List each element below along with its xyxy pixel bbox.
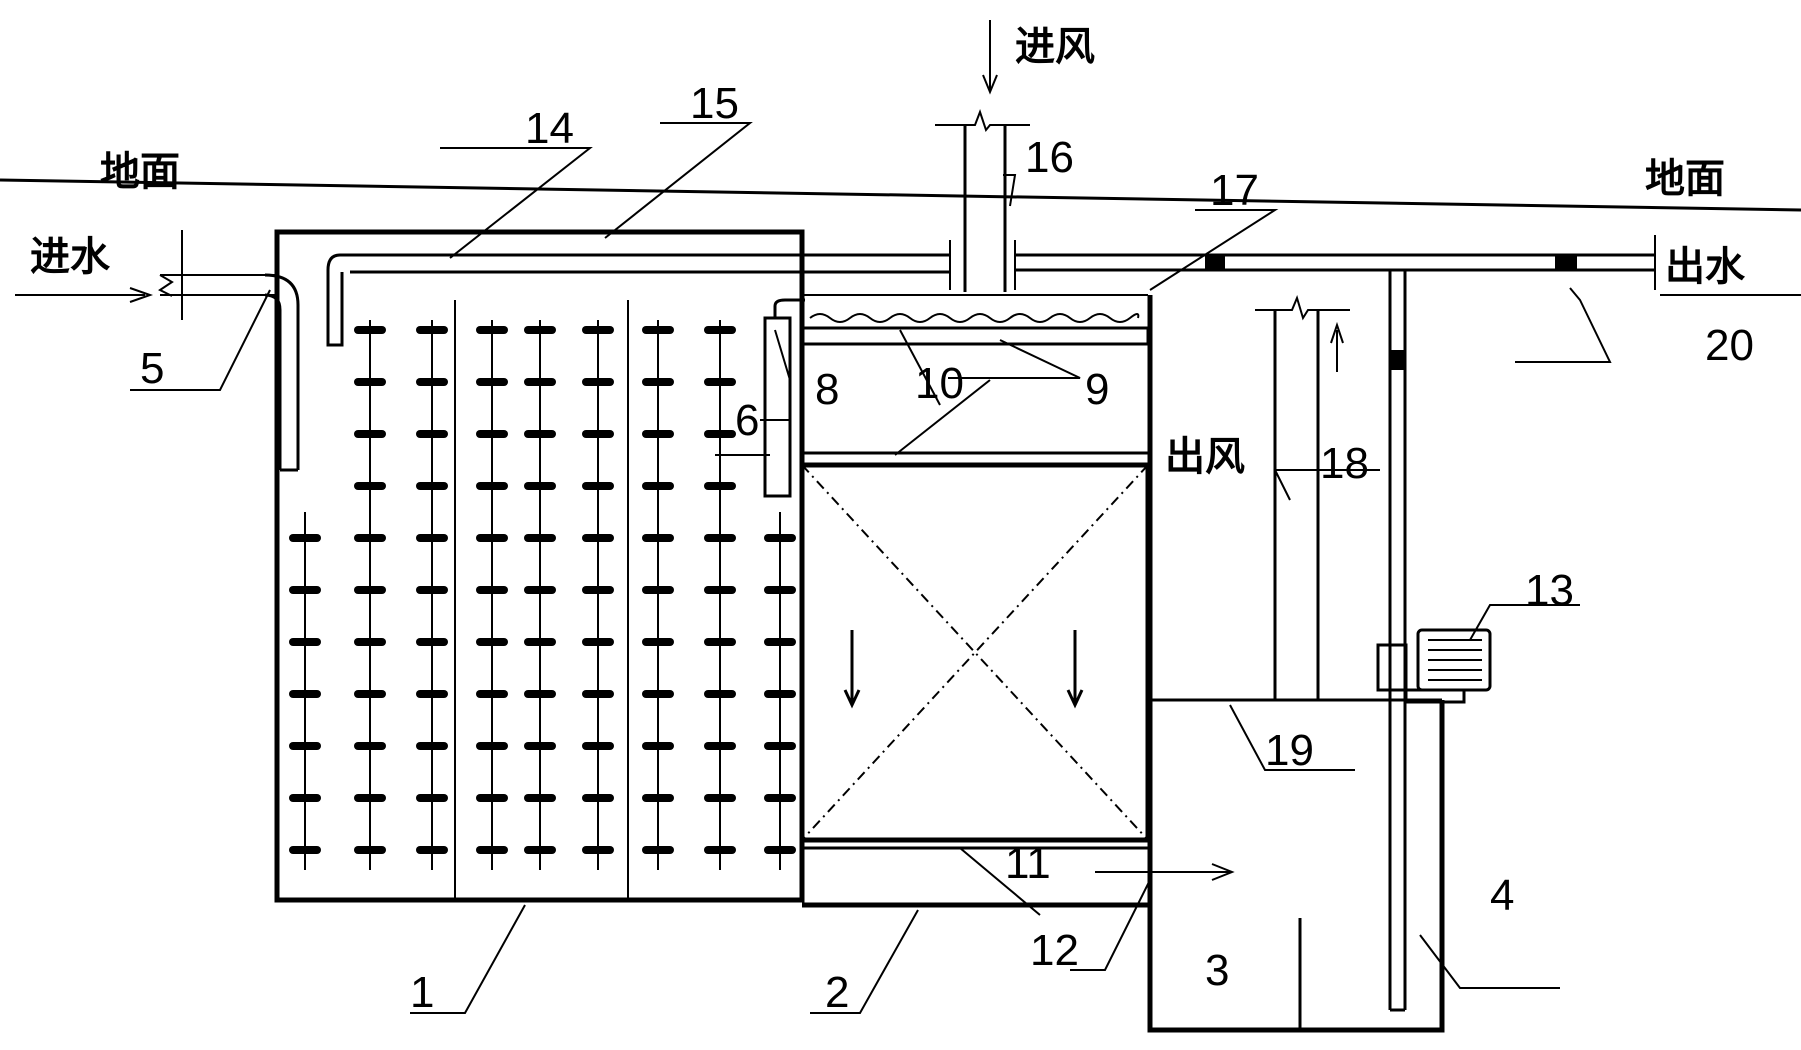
packing-diag-1 <box>801 464 1149 841</box>
part-12: 12 <box>1030 926 1079 975</box>
inlet-water-label: 进水 <box>30 234 111 280</box>
pump-coupling <box>1376 643 1408 692</box>
inlet-pipe-break <box>158 274 174 297</box>
leader-lines <box>130 122 1612 1014</box>
part-9: 9 <box>1085 365 1109 414</box>
air-pipe-18-cap <box>1255 295 1350 321</box>
riser-valve <box>1390 350 1405 370</box>
water-surface-wave <box>809 313 1140 323</box>
air-pipe-16-cap <box>935 109 1030 133</box>
inlet-air-label: 进风 <box>1015 24 1095 70</box>
part-2: 2 <box>825 968 849 1017</box>
outlet-air-label: 出风 <box>1165 434 1245 480</box>
inlet-air-arrowhead <box>982 74 998 95</box>
part-17: 17 <box>1210 166 1259 215</box>
part-6: 6 <box>735 396 759 445</box>
part-4: 4 <box>1490 871 1514 920</box>
flow-arrow-12-head <box>1211 863 1235 881</box>
outlet-valve-a <box>1205 255 1225 270</box>
inlet-pipe-elbow <box>264 273 300 470</box>
arrow-down-right-head <box>1066 689 1084 709</box>
outlet-valve-b <box>1555 255 1577 270</box>
part-18: 18 <box>1320 439 1369 488</box>
part-3: 3 <box>1205 946 1229 995</box>
pipe-14-drop <box>326 253 344 347</box>
sump-tank <box>1147 700 1445 1033</box>
part-8: 8 <box>815 365 839 414</box>
arrow-down-left-head <box>843 689 861 709</box>
packing-diag-2 <box>801 464 1149 841</box>
spray-pipe-9 <box>800 326 1150 346</box>
pipe-8-elbow <box>773 298 805 318</box>
part-1: 1 <box>410 968 434 1017</box>
air-up-arrowhead <box>1330 321 1344 344</box>
media-grid <box>289 320 796 870</box>
part-20: 20 <box>1705 321 1754 370</box>
part-11: 11 <box>1005 839 1051 888</box>
part-15: 15 <box>690 79 739 128</box>
inlet-water-arrowhead <box>129 287 154 303</box>
part-13: 13 <box>1525 566 1574 615</box>
ground-line <box>0 178 1801 212</box>
part-19: 19 <box>1265 726 1314 775</box>
part-14: 14 <box>525 104 574 153</box>
part-5: 5 <box>140 344 164 393</box>
part-16: 16 <box>1025 133 1074 182</box>
pipe-6 <box>763 316 792 498</box>
outlet-water-label: 出水 <box>1665 244 1746 290</box>
ground-right-label: 地面 <box>1645 156 1725 202</box>
ground-left-label: 地面 <box>100 149 180 195</box>
pump-base <box>1404 688 1466 704</box>
part-10: 10 <box>915 359 964 408</box>
